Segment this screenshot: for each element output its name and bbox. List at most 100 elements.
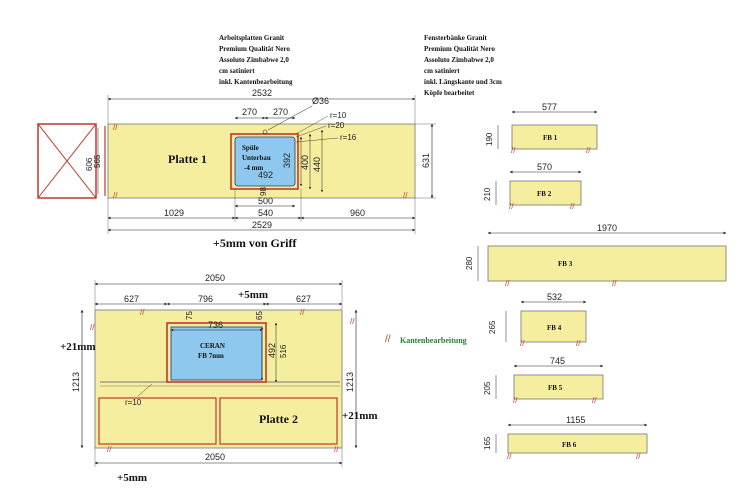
edge-mark: //: [507, 452, 512, 461]
leader-line: [295, 115, 329, 135]
plate-2: CERAN FB 7mm Platte 2 2050 627 796 627 +…: [60, 273, 378, 484]
dim-depth-left-2: 565: [93, 154, 102, 168]
inner-panel-left: [98, 397, 217, 445]
leader-line: [267, 105, 313, 131]
sill-spec-note: Fensterbänke Granit Premium Qualität Ner…: [424, 33, 502, 99]
sill-depth: 205: [483, 381, 492, 395]
edge-mark: //: [90, 323, 95, 332]
dim-cut-right: 270: [273, 107, 288, 117]
dim-depth-right: 1213: [345, 372, 355, 392]
worktop-note-line: Arbeitsplatten Granit: [219, 34, 285, 42]
radius-note-2: r=20: [328, 121, 345, 130]
sink-label-line-2: Unterbau: [242, 154, 271, 162]
ceran-cutout: [170, 326, 263, 381]
edge-mark: //: [300, 308, 305, 317]
sill-length: 570: [537, 162, 552, 172]
edge-mark: //: [403, 191, 408, 200]
dim-seg-left: 627: [124, 294, 139, 304]
plate-1-label: Platte 1: [168, 152, 207, 166]
radius-note: r=10: [125, 398, 142, 407]
dim-sink-h-3: 440: [312, 157, 322, 172]
sill-note-line: Assoluto Zimbabwe 2,0: [424, 56, 494, 64]
plus-right: +21mm: [342, 410, 378, 422]
edge-mark: //: [107, 445, 112, 454]
worktop-note-line: Assoluto Zimbabwe 2,0: [219, 56, 289, 64]
leader-line: [295, 125, 327, 138]
sill-name: FB 6: [562, 441, 577, 449]
sill-fb5: 745 FB 5 205 // //: [483, 356, 604, 405]
sill-slab: [511, 124, 598, 150]
sill-name: FB 1: [543, 134, 558, 142]
sill-name: FB 5: [548, 384, 563, 392]
sill-name: FB 4: [547, 324, 562, 332]
sill-note-line: Premium Qualität Nero: [424, 45, 495, 53]
dim-depth-left-1: 606: [85, 157, 94, 171]
plus-top: +5mm: [238, 289, 268, 301]
dim-ceran-small-left: 75: [185, 311, 194, 320]
sill-note-line: Fensterbänke Granit: [424, 34, 487, 42]
edge-mark: //: [612, 279, 617, 288]
sill-fb2: 570 FB 2 210 // //: [483, 162, 582, 211]
sill-depth: 210: [483, 187, 492, 201]
sill-depth: 165: [483, 436, 492, 450]
dim-seg-right: 627: [296, 294, 311, 304]
edge-mark: //: [113, 123, 118, 132]
sill-name: FB 2: [537, 190, 552, 198]
edge-mark: //: [576, 339, 581, 348]
sink-cutout: [234, 136, 296, 187]
sill-fb3: 1970 FB 3 280 // //: [465, 223, 727, 288]
edge-mark: //: [334, 445, 339, 454]
dim-ceran-height: 492: [267, 343, 277, 358]
sill-length: 1155: [566, 415, 585, 425]
inner-panel-right: [219, 397, 338, 445]
dim-seg-left: 1029: [164, 208, 184, 218]
dim-hole: Ø36: [312, 96, 329, 106]
dim-sink-width: 492: [258, 170, 273, 180]
sink-label-line-1: Spüle: [242, 144, 259, 152]
edge-mark: //: [511, 146, 516, 155]
sill-fb1: 577 FB 1 190 // //: [485, 102, 598, 155]
edge-mark: //: [140, 308, 145, 317]
dim-sink-h-1: 392: [282, 153, 292, 168]
edge-mark: //: [513, 396, 518, 405]
dim-ceran-width: 736: [208, 320, 223, 330]
tap-hole: [262, 129, 268, 135]
sill-depth: 280: [465, 256, 474, 270]
dim-bottom-length: 2529: [252, 220, 272, 230]
leader-line: [137, 383, 153, 397]
edge-mark: //: [586, 146, 591, 155]
sill-name: FB 3: [558, 260, 573, 268]
plus-left: +21mm: [60, 341, 96, 353]
leader-line: [295, 137, 339, 143]
ceran-label-line-2: FB 7mm: [198, 352, 224, 360]
sill-slab: [487, 245, 727, 282]
dim-sink-h-2: 400: [300, 155, 310, 170]
dim-sink-under: 500: [258, 196, 273, 206]
sill-slab: [513, 374, 604, 400]
edge-mark: //: [570, 202, 575, 211]
dim-ceran-height-2: 516: [279, 344, 288, 358]
worktop-note-line: Premium Qualität Nero: [219, 45, 290, 53]
worktop-note-line: cm satiniert: [219, 67, 255, 75]
plus-bottom: +5mm: [117, 472, 147, 484]
sink-label-line-3: -4 mm: [244, 164, 263, 172]
dim-cut-left: 270: [242, 107, 257, 117]
sill-depth: 265: [488, 320, 497, 334]
sill-note-line: Köpfe bearbeitet: [424, 89, 475, 97]
plate-2-label: Platte 2: [259, 412, 298, 426]
legend-mark: //: [385, 334, 391, 345]
legend-label: Kantenbearbeitung: [400, 336, 467, 345]
sill-length: 532: [547, 292, 562, 302]
sill-note-line: inkl. Längskante und 3cm: [424, 78, 502, 86]
dim-depth-left: 1213: [71, 372, 81, 392]
dim-seg-right: 960: [350, 208, 365, 218]
radius-note-1: r=10: [330, 111, 347, 120]
sill-depth: 190: [485, 132, 494, 146]
dim-seg-mid: 796: [198, 294, 213, 304]
edge-mark: //: [509, 202, 514, 211]
plate-1-edge-note: +5mm von Griff: [213, 236, 297, 250]
cutoff-cross-line: [37, 123, 97, 199]
edge-mark: //: [350, 317, 355, 326]
ceran-label-line-1: CERAN: [200, 342, 225, 350]
